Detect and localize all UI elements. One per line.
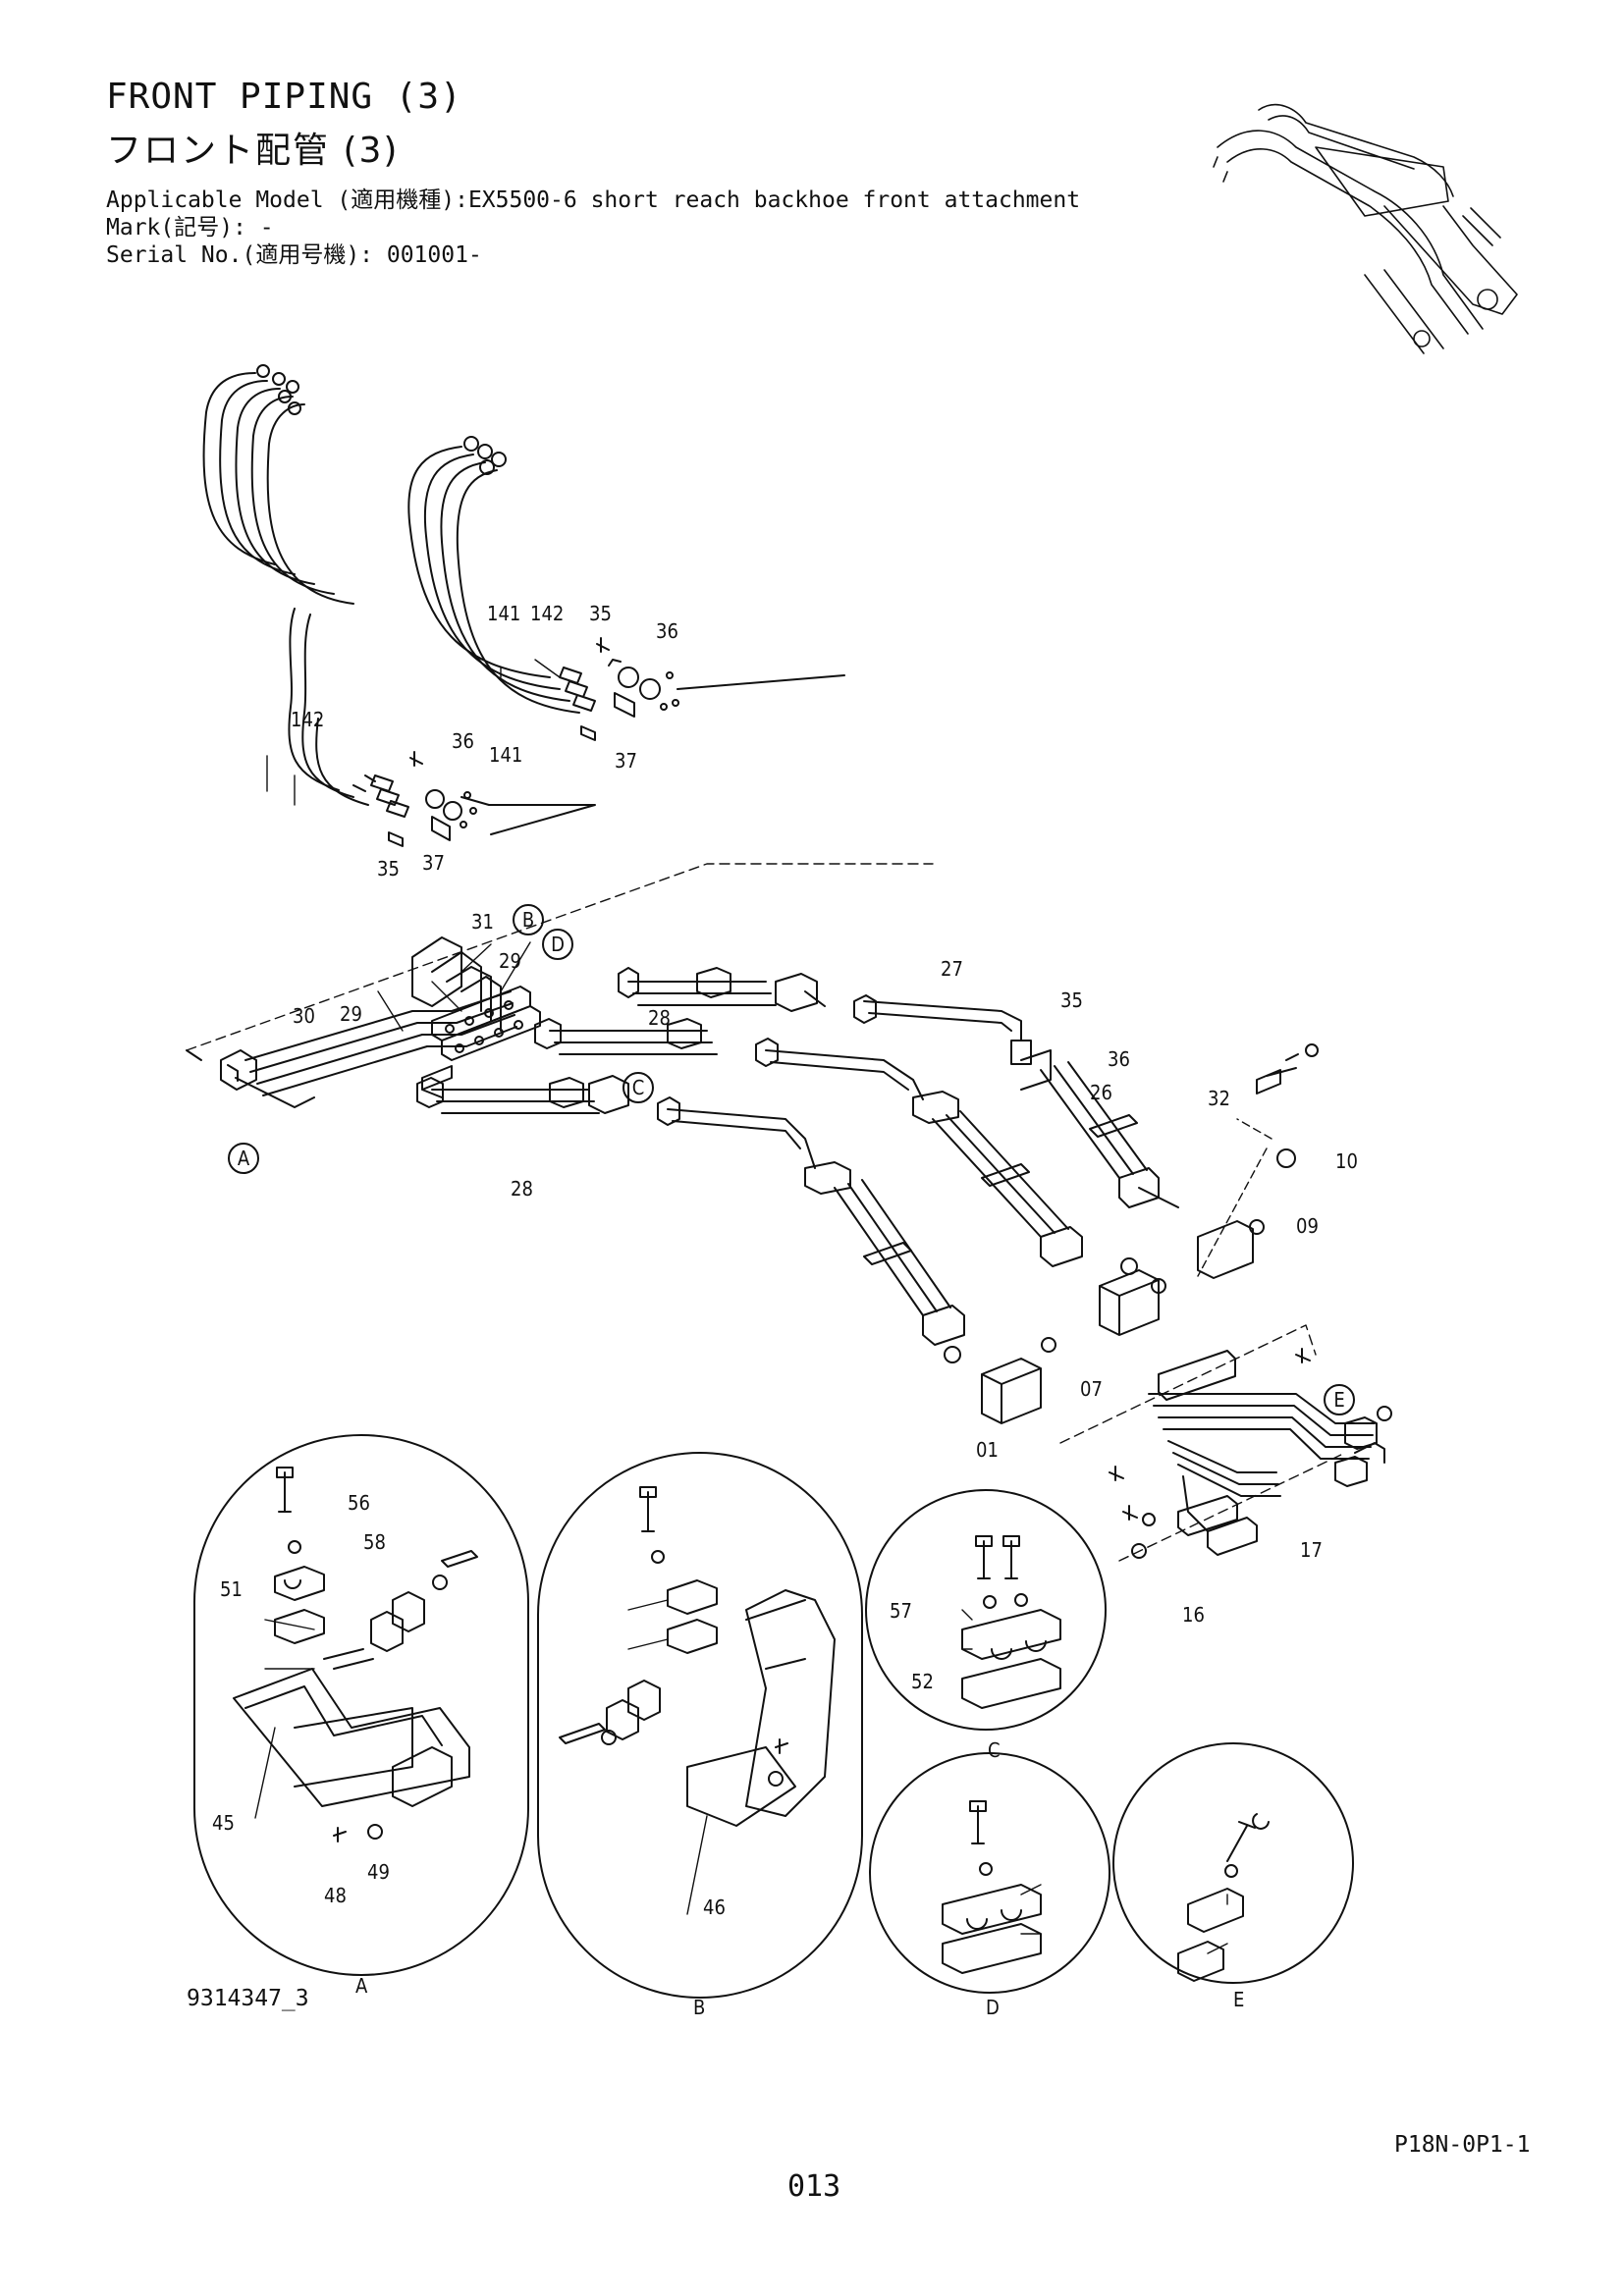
part-number: 37 [422, 851, 445, 875]
part-number: 36 [1108, 1047, 1130, 1071]
part-number: 51 [220, 1577, 243, 1601]
part-number: 27 [941, 957, 963, 981]
part-number: 29 [499, 949, 521, 973]
svg-text:C: C [632, 1076, 645, 1099]
main-piping-assembly [186, 863, 1392, 1562]
part-number: 32 [1208, 1087, 1230, 1110]
part-number: 35 [589, 602, 612, 625]
part-number: 48 [324, 1884, 347, 1907]
part-number: 56 [348, 1491, 370, 1515]
page-title: FRONT PIPING (3) [106, 77, 462, 117]
part-number: 01 [976, 1438, 999, 1462]
callout-markers: A B C D E [228, 904, 1355, 1415]
part-number: 37 [615, 749, 637, 773]
page-title-japanese: フロント配管 (3) [106, 131, 400, 171]
callout-b: B [513, 904, 544, 935]
part-number: 31 [471, 910, 494, 934]
callout-e: E [1324, 1384, 1355, 1415]
detail-caption-d: D [986, 1996, 1000, 2019]
reference-machine-sketch [1213, 104, 1518, 354]
part-number: 36 [452, 729, 474, 753]
part-number-labels: 141 142 35 36 37 141 142 35 36 37 31 29 … [212, 602, 1358, 1919]
page-number: 013 [787, 2169, 841, 2204]
detail-view-captions: A B C D E [355, 1738, 1244, 2019]
part-number: 28 [511, 1177, 533, 1201]
part-number: 49 [367, 1860, 390, 1884]
svg-text:E: E [1333, 1388, 1344, 1412]
callout-c: C [623, 1072, 654, 1103]
detail-caption-c: C [988, 1738, 1001, 1762]
clamp-upper-left [388, 751, 596, 847]
callout-a: A [228, 1143, 259, 1174]
hose-assembly-right [407, 436, 596, 714]
part-number: 30 [293, 1004, 315, 1028]
part-number: 57 [890, 1599, 912, 1623]
part-number: 141 [489, 743, 522, 767]
detail-view-b [537, 1452, 863, 1999]
sheet-code: P18N-0P1-1 [1394, 2132, 1531, 2158]
part-number: 36 [656, 619, 678, 643]
clamp-block-row [431, 986, 541, 1061]
detail-view-a [193, 1434, 529, 1976]
detail-caption-a: A [355, 1974, 368, 1998]
detail-view-e [1112, 1742, 1354, 1984]
part-number: 09 [1296, 1214, 1319, 1238]
part-number: 45 [212, 1811, 235, 1835]
svg-text:B: B [522, 908, 534, 932]
part-number: 52 [911, 1670, 934, 1693]
leader-lines [254, 659, 1228, 1954]
detail-caption-e: E [1233, 1988, 1244, 2011]
part-number: 142 [291, 708, 324, 731]
part-number: 26 [1090, 1081, 1112, 1104]
part-number: 10 [1335, 1149, 1358, 1173]
part-number: 16 [1182, 1603, 1205, 1627]
drawing-number: 9314347_3 [187, 1986, 309, 2011]
part-number: 07 [1080, 1377, 1103, 1401]
serial-number: Serial No.(適用号機): 001001- [106, 242, 482, 268]
part-number: 28 [648, 1006, 671, 1030]
part-number: 29 [340, 1002, 362, 1026]
part-number: 17 [1300, 1538, 1323, 1562]
part-number: 35 [1060, 988, 1083, 1012]
callout-d: D [542, 929, 573, 960]
part-number: 58 [363, 1530, 386, 1554]
mark-field: Mark(記号): - [106, 215, 274, 240]
part-number: 141 [487, 602, 520, 625]
part-number: 35 [377, 857, 400, 881]
applicable-model: Applicable Model (適用機種):EX5500-6 short r… [106, 187, 1081, 213]
part-number: 142 [530, 602, 564, 625]
hose-assembly-left [202, 364, 409, 818]
detail-caption-b: B [693, 1996, 705, 2019]
clamp-upper-right [580, 637, 845, 741]
svg-text:D: D [551, 933, 565, 956]
detail-view-d [869, 1752, 1110, 1994]
svg-text:A: A [238, 1147, 250, 1170]
part-number: 46 [703, 1896, 726, 1919]
